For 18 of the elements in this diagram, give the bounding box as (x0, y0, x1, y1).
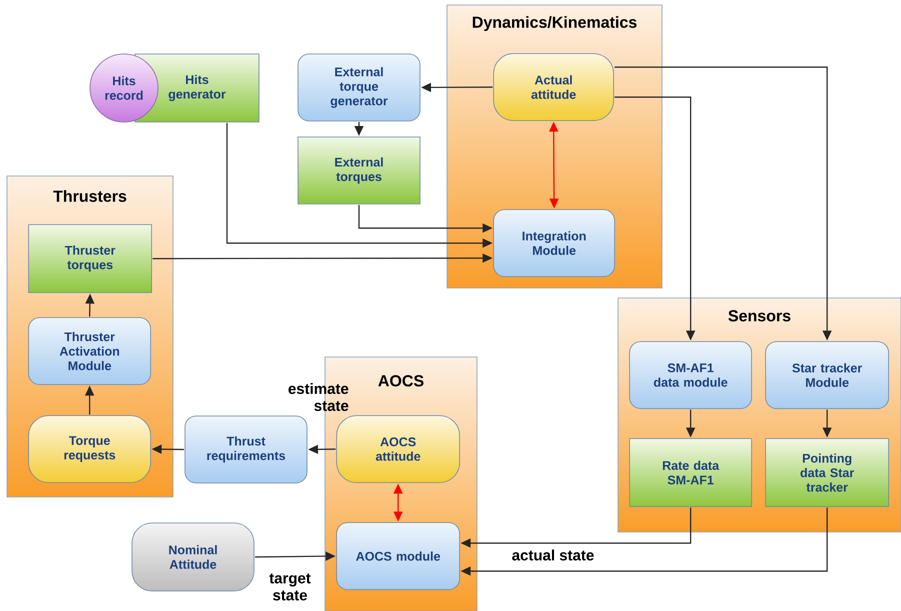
state-pill: Actual attitude (493, 53, 614, 121)
edge-label: actual state (512, 550, 594, 560)
edge-label: estimate state (288, 383, 348, 411)
state-pill: AOCS attitude (336, 415, 460, 483)
data-box: Pointing data Star tracker (765, 438, 890, 507)
data-box: Thruster torques (28, 224, 152, 293)
process-box: Thrust requirements (184, 416, 308, 484)
state-pill: Nominal Attitude (132, 522, 254, 592)
edge-label: target state (269, 574, 311, 600)
data-box: External torques (298, 136, 420, 204)
state-pill: Torque requests (28, 415, 151, 483)
process-box: SM-AF1 data module (629, 341, 752, 409)
process-box: External torque generator (298, 54, 420, 122)
process-box: Integration Module (493, 209, 615, 277)
data-box: Rate data SM-AF1 (629, 438, 752, 507)
process-box: Star tracker Module (765, 341, 890, 409)
process-box: AOCS module (336, 522, 460, 590)
process-box: Thruster Activation Module (28, 317, 151, 385)
